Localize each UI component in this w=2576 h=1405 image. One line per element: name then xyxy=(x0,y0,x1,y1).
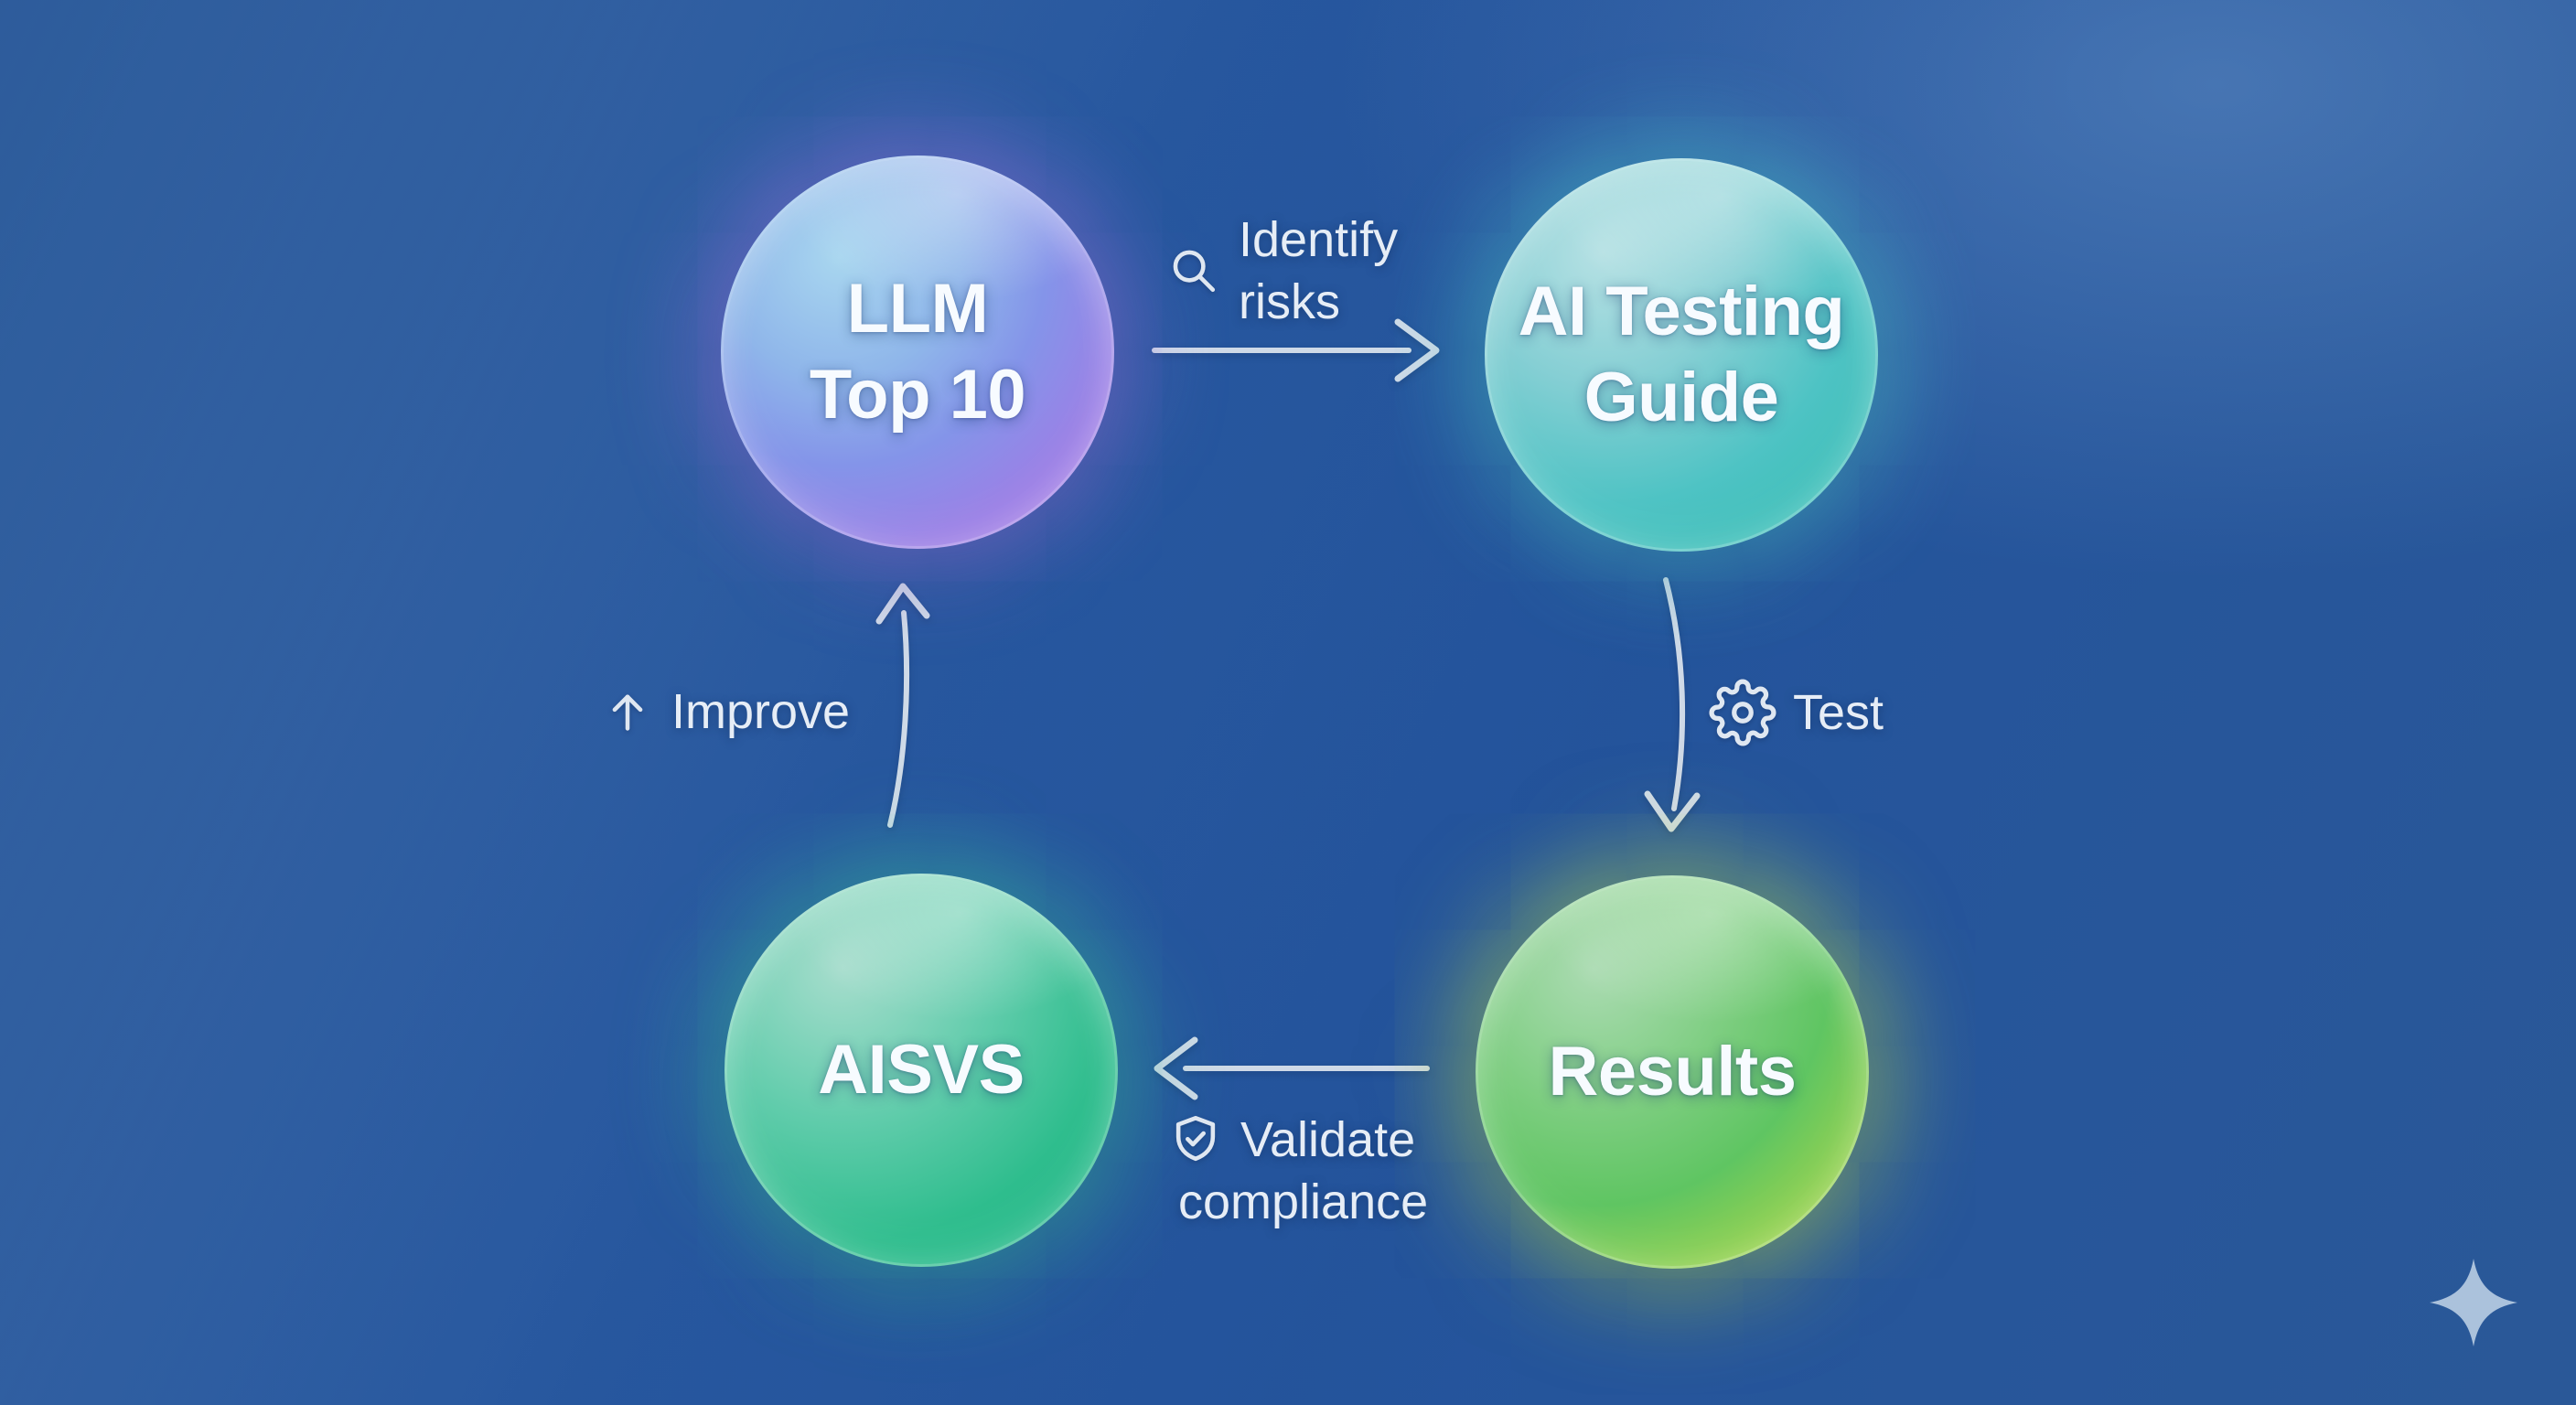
sparkle-icon xyxy=(2430,1259,2517,1346)
edge-label-test: Test xyxy=(1709,679,1884,746)
node-aisvs: AISVS xyxy=(724,874,1118,1267)
arrow-improve xyxy=(875,583,930,828)
node-ai-testing-guide: AI Testing Guide xyxy=(1485,158,1878,552)
edge-label-identify-risks: Identify risks xyxy=(1167,209,1398,333)
edge-label-identify-line2: risks xyxy=(1239,274,1340,330)
edge-label-validate-line2: compliance xyxy=(1178,1174,1429,1230)
edge-label-improve-text: Improve xyxy=(671,684,851,739)
node-aisvs-label: AISVS xyxy=(818,1030,1025,1109)
node-llm-top-10-label-line1: LLM xyxy=(846,269,989,348)
arrow-up-icon xyxy=(612,694,643,731)
arrow-identify-risks xyxy=(1152,318,1440,382)
gear-icon xyxy=(1709,679,1776,746)
node-results-label: Results xyxy=(1548,1032,1797,1110)
edge-label-validate-compliance: Validate compliance xyxy=(1169,1109,1428,1233)
node-results: Results xyxy=(1476,875,1869,1269)
edge-label-validate-line1: Validate xyxy=(1240,1112,1416,1167)
magnifier-icon xyxy=(1173,250,1216,293)
shield-check-icon xyxy=(1175,1116,1216,1162)
node-ai-testing-guide-label-line1: AI Testing xyxy=(1518,272,1845,350)
node-llm-top-10: LLM Top 10 xyxy=(721,156,1114,549)
arrow-test xyxy=(1644,577,1701,832)
edge-label-test-text: Test xyxy=(1793,684,1884,740)
arrow-validate-compliance xyxy=(1154,1036,1430,1100)
edge-label-improve: Improve xyxy=(604,681,850,743)
edge-label-identify-line1: Identify xyxy=(1239,212,1399,267)
node-ai-testing-guide-label-line2: Guide xyxy=(1583,359,1779,436)
node-llm-top-10-label-line2: Top 10 xyxy=(809,356,1026,434)
